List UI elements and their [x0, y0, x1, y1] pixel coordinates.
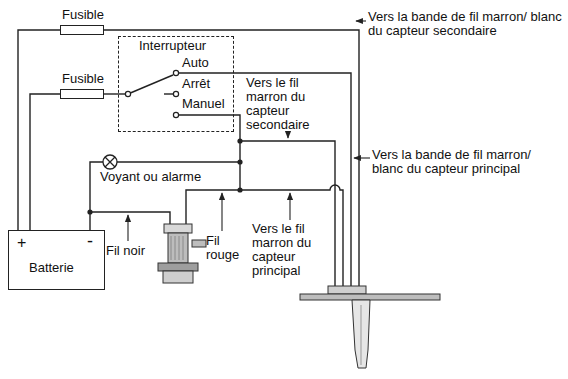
leader-arrow	[287, 132, 288, 138]
wire-label: Fil rouge	[206, 234, 246, 262]
lamp-label: Voyant ou alarme	[100, 170, 220, 184]
fuse-symbol: Fusible	[60, 89, 104, 99]
junctions	[87, 138, 242, 214]
leader-arrow	[289, 193, 290, 220]
leader-arrow	[356, 20, 366, 21]
switch-box: InterrupteurAutoArrêtManuel	[118, 36, 234, 132]
wire-connector	[18, 30, 60, 230]
terminal-sign: -	[87, 232, 93, 250]
wire	[240, 141, 335, 286]
callout-text: Vers le fil marron du capteur principal	[252, 222, 332, 278]
callout-text: Vers la bande de fil marron/ blanc du ca…	[368, 10, 564, 38]
position-label: Manuel	[182, 97, 225, 111]
wire-connector	[104, 93, 118, 94]
wire-connector	[30, 94, 60, 230]
leader-arrow	[221, 193, 222, 231]
position-label: Arrêt	[182, 77, 210, 91]
switch-title: Interrupteur	[139, 39, 206, 53]
switch-contacts	[125, 70, 178, 117]
wire-label: Fil noir	[106, 244, 166, 258]
wire	[104, 30, 359, 286]
wire	[240, 185, 343, 286]
lamp-symbol	[103, 155, 117, 169]
battery-label: Batterie	[29, 261, 74, 275]
wire	[117, 161, 240, 162]
fuse-label: Fusible	[62, 72, 104, 86]
fuse-symbol: Fusible	[60, 25, 104, 35]
battery-box: + -Batterie	[8, 230, 105, 290]
fuse-label: Fusible	[62, 8, 104, 22]
red-wire	[186, 190, 240, 224]
switch-lever	[128, 75, 173, 94]
position-label: Auto	[182, 56, 209, 70]
wire	[164, 93, 173, 94]
black-wire	[90, 212, 170, 224]
leader-arrow	[354, 157, 370, 158]
wire	[179, 73, 351, 286]
callout-text: Vers la bande de fil marron/ blanc du ca…	[372, 148, 564, 176]
float-sensor-illustration	[300, 286, 440, 368]
wires	[90, 30, 359, 286]
callout-arrows	[128, 21, 370, 241]
terminal-sign: +	[17, 234, 26, 252]
pump-illustration	[158, 224, 206, 283]
callout-text: Vers le fil marron du capteur secondaire	[246, 76, 330, 132]
leader-arrow	[127, 215, 128, 241]
